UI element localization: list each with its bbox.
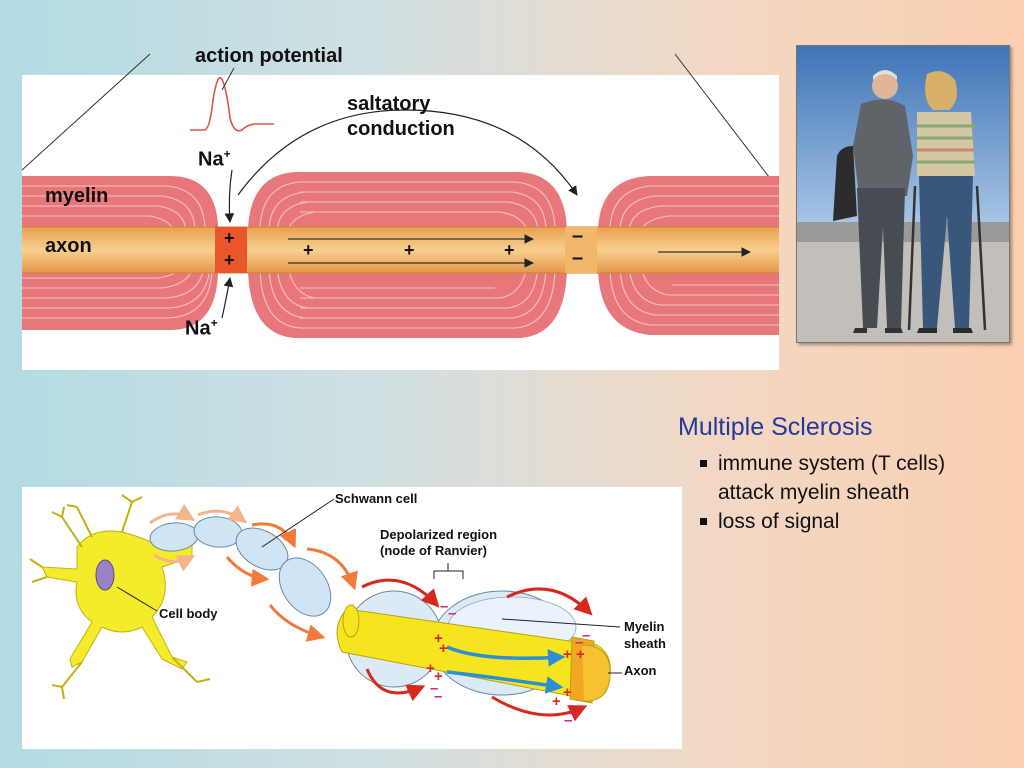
- zoom-line-left: [21, 53, 151, 171]
- charge-minus-2: –: [448, 605, 457, 622]
- schwann-leader: [261, 498, 335, 548]
- conduction-arrow-4: [251, 522, 297, 549]
- charge-plus-6: +: [576, 646, 585, 663]
- na-label-bottom: Na+: [185, 316, 218, 340]
- depolarized-bracket: [433, 563, 464, 579]
- charge-minus-3: –: [430, 680, 439, 697]
- action-potential-waveform: [190, 76, 274, 132]
- depolarized-label-line1: Depolarized region: [380, 527, 498, 542]
- charge-plus-3: +: [426, 660, 435, 677]
- zoom-line-right: [674, 53, 780, 191]
- na-label-top: Na+: [198, 147, 231, 171]
- red-arrow-bottom-right: [491, 695, 588, 722]
- axon-label-bottom: Axon: [624, 663, 657, 678]
- photo-illustration: [797, 46, 1009, 342]
- axon-plus-2: +: [404, 240, 415, 260]
- ms-bullet-1: immune system (T cells) attack myelin sh…: [700, 449, 945, 507]
- myelin-sheath-label-line1: Myelin: [624, 619, 665, 634]
- action-potential-pointer: [221, 67, 235, 91]
- charge-plus-7: +: [563, 684, 572, 701]
- flow-arrow-lower: [446, 670, 564, 694]
- charge-minus-1: –: [440, 598, 449, 615]
- node-of-ranvier-next: [565, 227, 597, 273]
- man-figure: [833, 70, 913, 333]
- conduction-arrow-3: [153, 553, 196, 572]
- neuron-cell-body: [29, 494, 211, 700]
- axon-plus-3: +: [504, 240, 515, 260]
- conduction-arrow-2: [197, 505, 247, 524]
- neuron-diagram: [29, 494, 622, 722]
- axon-label: axon: [45, 235, 92, 257]
- cell-body-label: Cell body: [159, 606, 218, 621]
- ms-bullet-1-line2: attack myelin sheath: [718, 481, 910, 504]
- nucleus: [95, 559, 115, 591]
- ms-bullet-1-line1: immune system (T cells): [718, 452, 946, 475]
- node-plus-bottom: +: [224, 250, 235, 270]
- node-of-ranvier-active: [215, 227, 247, 273]
- axon-plus-1: +: [303, 240, 314, 260]
- schwann-cell-label: Schwann cell: [335, 491, 418, 506]
- enlarged-myelinated-axon: [336, 590, 611, 704]
- axon-shaft: [22, 227, 779, 273]
- ms-bullet-2-line1: loss of signal: [718, 510, 840, 533]
- charge-plus-4: +: [434, 668, 443, 685]
- ms-bullet-2: loss of signal: [700, 507, 945, 536]
- conduction-arrow-6: [306, 547, 358, 591]
- na-arrow-bottom: [221, 277, 234, 319]
- node-minus-bottom: –: [572, 247, 584, 269]
- depolarized-label-line2: (node of Ranvier): [380, 543, 487, 558]
- charge-minus-6: –: [575, 634, 584, 651]
- na-arrow-top: [224, 169, 235, 223]
- conduction-arrow-5: [225, 556, 270, 587]
- action-potential-label: action potential: [195, 45, 343, 67]
- ms-bullet-list: immune system (T cells) attack myelin sh…: [700, 449, 945, 536]
- conduction-arrow-7: [268, 604, 326, 642]
- saltatory-label-line2: conduction: [347, 118, 455, 140]
- cellbody-leader: [116, 586, 158, 612]
- charge-minus-8: –: [564, 712, 573, 729]
- red-arrow-bottom: [365, 668, 426, 702]
- myelin-sheath-leader: [501, 618, 621, 628]
- charge-minus-4: –: [434, 688, 443, 705]
- charge-minus-5: –: [582, 627, 591, 644]
- node-plus-top: +: [224, 228, 235, 248]
- myelin-sheath-label-line2: sheath: [624, 636, 666, 651]
- saltatory-diagram: [21, 53, 780, 338]
- conduction-arrow-1: [149, 503, 196, 525]
- charge-minus-7: –: [570, 705, 579, 722]
- charge-plus-8: +: [552, 693, 561, 710]
- elderly-couple-photo: [796, 45, 1010, 343]
- flow-arrow-upper: [446, 645, 566, 667]
- saltatory-label-line1: saltatory: [347, 93, 431, 115]
- ms-title: Multiple Sclerosis: [678, 413, 873, 441]
- charge-plus-2: +: [439, 640, 448, 657]
- schwann-cells: [149, 516, 332, 617]
- woman-figure: [907, 71, 987, 333]
- red-arrow-top-right: [506, 587, 593, 616]
- node-minus-top: –: [572, 225, 584, 247]
- myelin-label: myelin: [45, 185, 109, 207]
- charge-plus-1: +: [434, 630, 443, 647]
- saltatory-arrow: [237, 109, 578, 196]
- red-arrow-top: [361, 578, 440, 608]
- charge-plus-5: +: [563, 646, 572, 663]
